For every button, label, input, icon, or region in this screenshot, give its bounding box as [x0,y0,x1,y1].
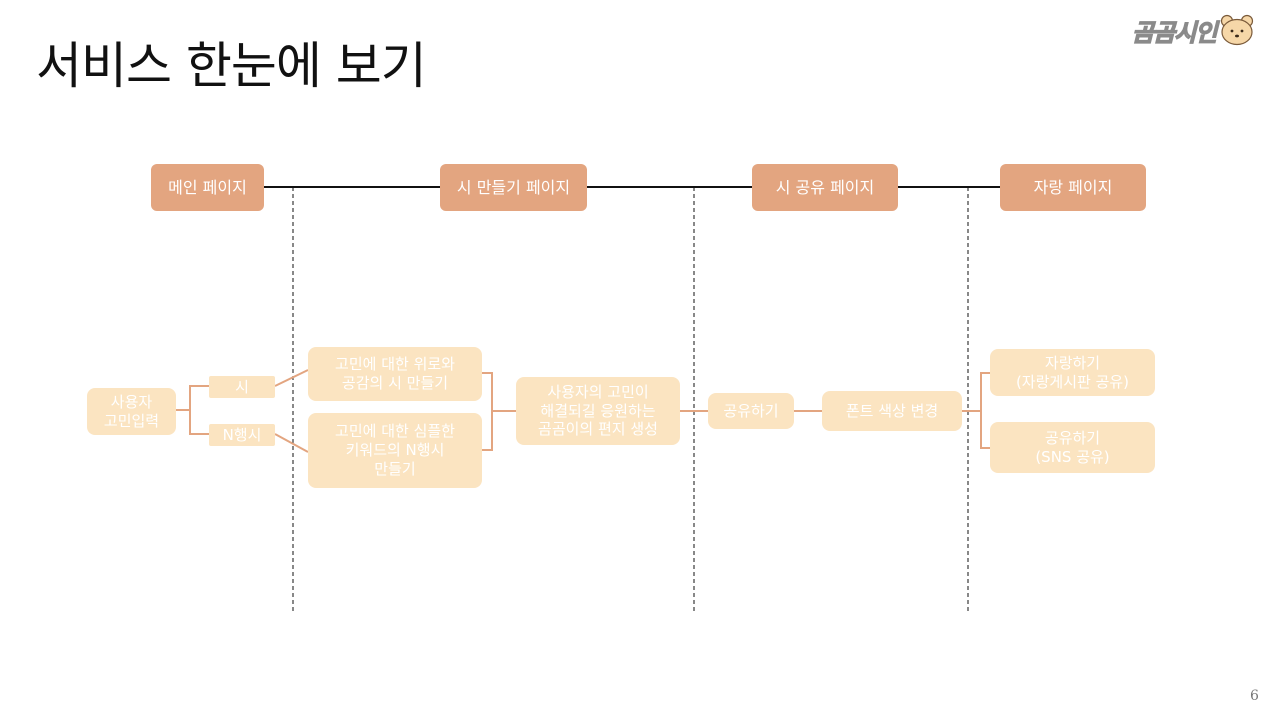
page-create: 시 만들기 페이지 [440,164,587,211]
node-brag-share: 자랑하기 (자랑게시판 공유) [990,349,1155,396]
logo-text: 곰곰시인 [1131,18,1218,47]
page-brag: 자랑 페이지 [1000,164,1146,211]
flow-connector [189,385,209,435]
node-share: 공유하기 [708,393,794,429]
node-poem: 시 [209,376,275,398]
node-font-color: 폰트 색상 변경 [822,391,962,431]
bear-face-icon [1221,14,1254,46]
node-sns-share: 공유하기 (SNS 공유) [990,422,1155,473]
flow-connector [274,369,309,387]
node-letter: 사용자의 고민이 해결되길 응원하는 곰곰이의 편지 생성 [516,377,680,445]
page-title: 서비스 한눈에 보기 [36,37,427,95]
node-comfort-poem: 고민에 대한 위로와 공감의 시 만들기 [308,347,482,401]
flow-connector [980,372,990,449]
node-n-poem: N행시 [209,424,275,446]
flow-connector [482,372,493,451]
logo: 곰곰시인 [1131,12,1254,48]
node-user-input: 사용자 고민입력 [87,388,176,435]
page-main: 메인 페이지 [151,164,264,211]
page-share: 시 공유 페이지 [752,164,898,211]
page-number: 6 [1250,688,1259,704]
node-keyword-poem: 고민에 대한 심플한 키워드의 N행시 만들기 [308,413,482,488]
flow-connector [274,433,309,453]
